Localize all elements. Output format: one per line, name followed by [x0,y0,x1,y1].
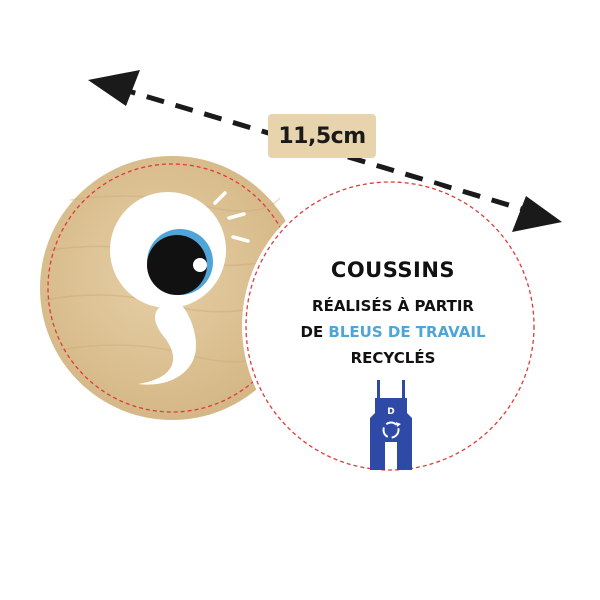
badge-line-2-prefix: DE [300,323,329,341]
badge-line-3: RECYCLÉS [350,349,436,367]
work-overalls-icon: D [370,380,412,470]
arrow-head-left-icon [88,70,140,106]
badge-line-2: DE BLEUS DE TRAVAIL [258,323,528,341]
info-badge [242,178,538,474]
recycle-icon [382,421,401,439]
badge-line-2-highlight: BLEUS DE TRAVAIL [328,323,486,341]
overalls-pocket-icon: D [387,407,394,417]
badge-title: COUSSINS [330,258,456,282]
arrow-head-right-icon [512,196,562,232]
badge-line-1: RÉALISÉS À PARTIR [312,297,474,315]
eye-mascot-icon [110,191,250,385]
dimension-label: 11,5cm [268,114,376,158]
